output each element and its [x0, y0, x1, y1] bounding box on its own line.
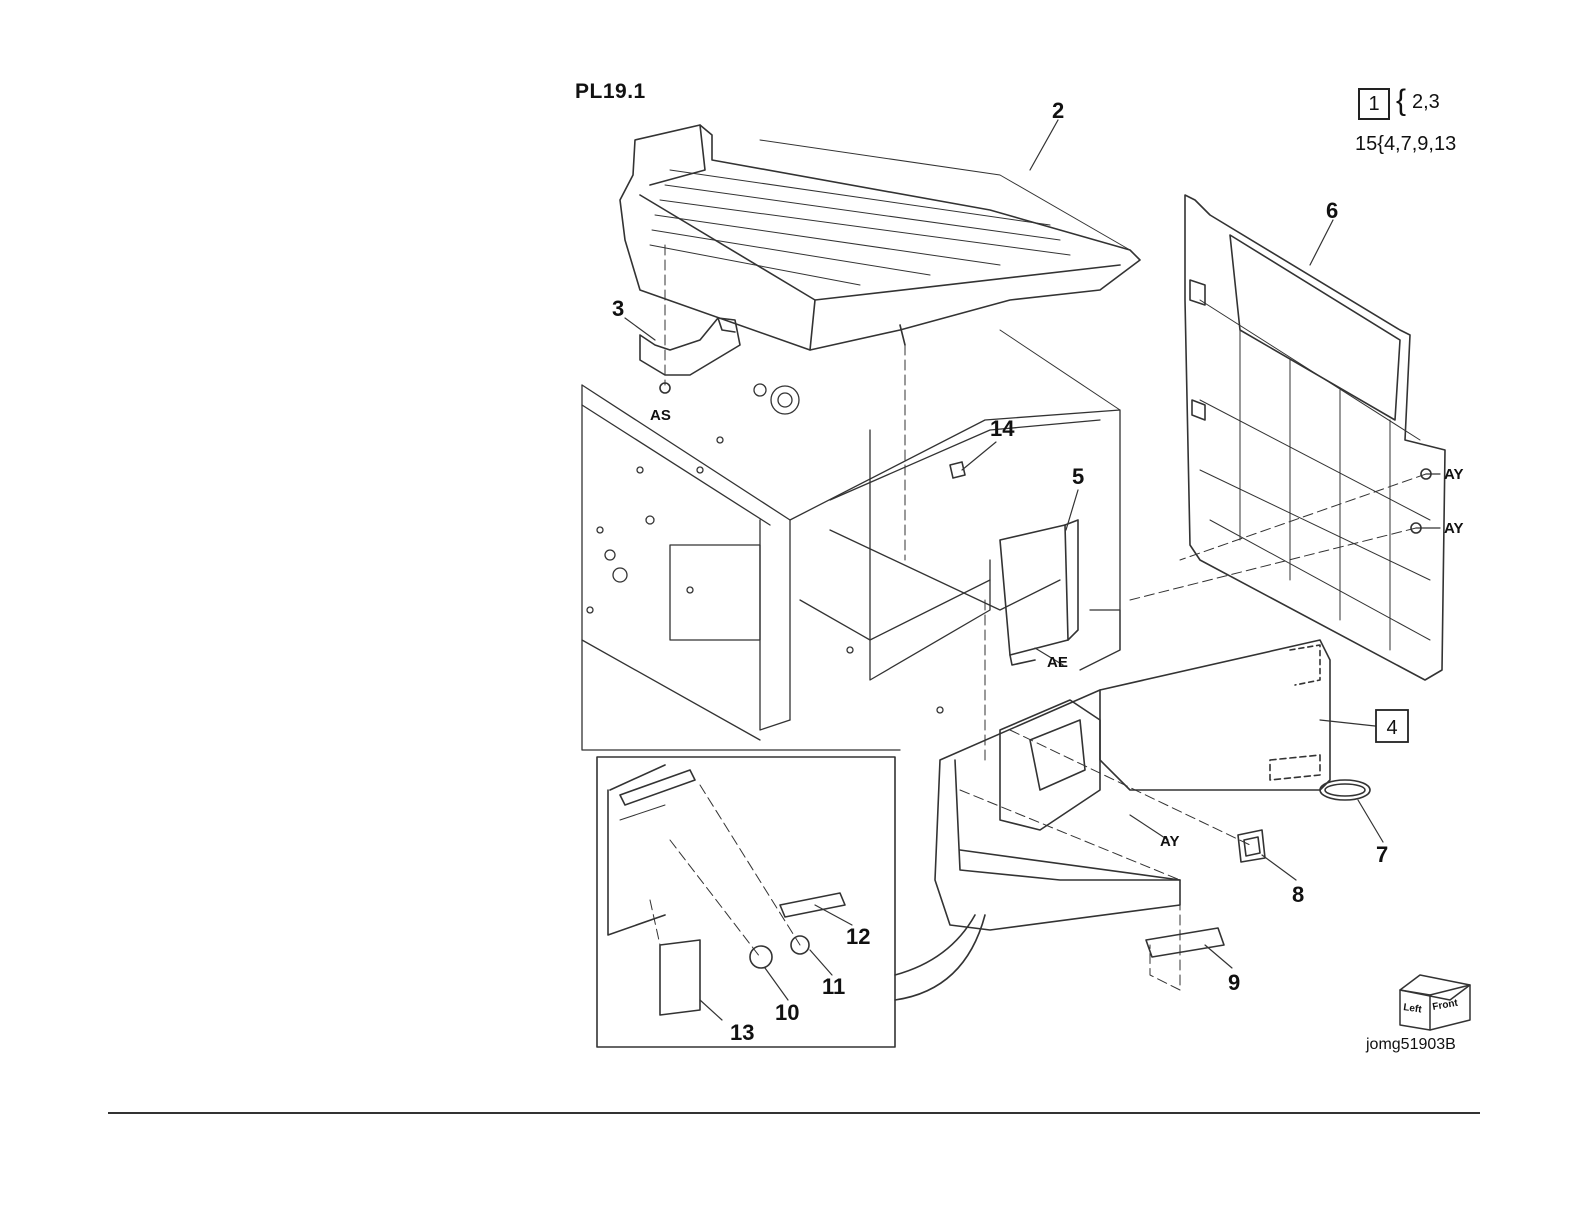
screw-ref-ae: AE [1047, 654, 1068, 671]
screw-ref-as: AS [650, 407, 671, 424]
front-cover-part-4 [935, 640, 1330, 930]
screw-ref-ay-upper: AY [1444, 466, 1463, 483]
callout-9: 9 [1228, 970, 1240, 995]
screw-ref-ay-lower: AY [1444, 520, 1463, 537]
cube-left-label: Left [1403, 1002, 1423, 1016]
callout-7: 7 [1376, 842, 1388, 867]
label-part-9 [1146, 928, 1224, 957]
cover-plate-part-5 [1000, 520, 1078, 665]
screw-ref-ay-mid: AY [1160, 833, 1179, 850]
cube-front-label: Front [1432, 998, 1460, 1013]
callout-11: 11 [822, 974, 845, 999]
callout-4: 4 [1386, 717, 1397, 739]
badge-part-7 [1320, 780, 1370, 800]
callout-numbers: 2 3 6 14 5 7 8 9 12 11 10 13 [612, 98, 1388, 1045]
footer-rule [108, 1112, 1480, 1114]
output-tray-part-2 [620, 125, 1140, 350]
bracket-part-3 [640, 318, 740, 393]
callout-6: 6 [1326, 198, 1338, 223]
right-side-cover-part-6 [1185, 195, 1445, 680]
figure-id: jomg51903B [1366, 1036, 1456, 1054]
callout-5: 5 [1072, 464, 1084, 489]
callout-13: 13 [730, 1020, 754, 1045]
callout-14: 14 [990, 416, 1015, 441]
leader-lines [625, 120, 1440, 1020]
switch-part-8 [1238, 830, 1265, 862]
callout-10: 10 [775, 1000, 799, 1025]
callout-8: 8 [1292, 882, 1304, 907]
callout-12: 12 [846, 924, 870, 949]
callout-3: 3 [612, 296, 624, 321]
callout-2: 2 [1052, 98, 1064, 123]
callout-4-box: 4 [1376, 710, 1408, 742]
